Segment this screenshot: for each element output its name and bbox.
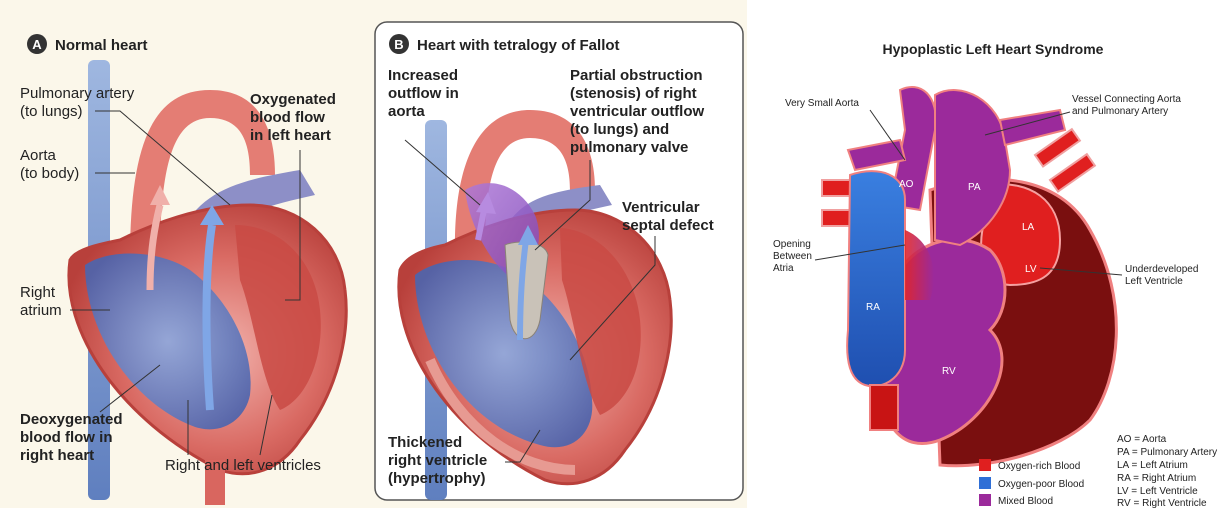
panel-c-title: Hypoplastic Left Heart Syndrome <box>883 41 1104 57</box>
legend-label-mixed: Mixed Blood <box>998 496 1053 507</box>
legend-label-oxygen-poor: Oxygen-poor Blood <box>998 479 1084 490</box>
abbr-ra: RA = Right Atrium <box>1117 473 1196 484</box>
panel-a-title: Normal heart <box>55 37 148 54</box>
panel-a-badge-letter: A <box>32 37 42 52</box>
hlhs-heart-illustration <box>822 87 1116 466</box>
label-ao: AO <box>899 179 914 190</box>
label-very-small-aorta: Very Small Aorta <box>785 98 859 109</box>
label-ventricles: Right and left ventricles <box>165 457 321 474</box>
label-lv: LV <box>1025 264 1037 275</box>
legend-swatch-mixed <box>979 494 991 506</box>
abbreviation-list: AO = Aorta PA = Pulmonary Artery LA = Le… <box>1117 434 1217 508</box>
abbr-la: LA = Left Atrium <box>1117 460 1188 471</box>
blood-legend: Oxygen-rich Blood Oxygen-poor Blood Mixe… <box>979 459 1084 507</box>
panel-normal-heart: A Normal heart Pulmonary artery(to lu <box>0 0 372 508</box>
label-rv: RV <box>942 366 956 377</box>
label-la: LA <box>1022 222 1035 233</box>
label-pa: PA <box>968 182 981 193</box>
abbr-lv: LV = Left Ventricle <box>1117 486 1198 497</box>
panel-tetralogy-of-fallot: B Heart with tetralogy of Fallot Increas… <box>372 0 747 508</box>
legend-swatch-oxygen-rich <box>979 459 991 471</box>
abbr-pa: PA = Pulmonary Artery <box>1117 447 1217 458</box>
legend-label-oxygen-rich: Oxygen-rich Blood <box>998 461 1080 472</box>
abbr-rv: RV = Right Ventricle <box>1117 498 1207 508</box>
panel-b-title: Heart with tetralogy of Fallot <box>417 37 620 54</box>
legend-swatch-oxygen-poor <box>979 477 991 489</box>
label-ra: RA <box>866 302 880 313</box>
abbr-ao: AO = Aorta <box>1117 434 1167 445</box>
panel-b-badge-letter: B <box>394 37 403 52</box>
panel-hlhs: Hypoplastic Left Heart Syndrome <box>773 41 1217 508</box>
